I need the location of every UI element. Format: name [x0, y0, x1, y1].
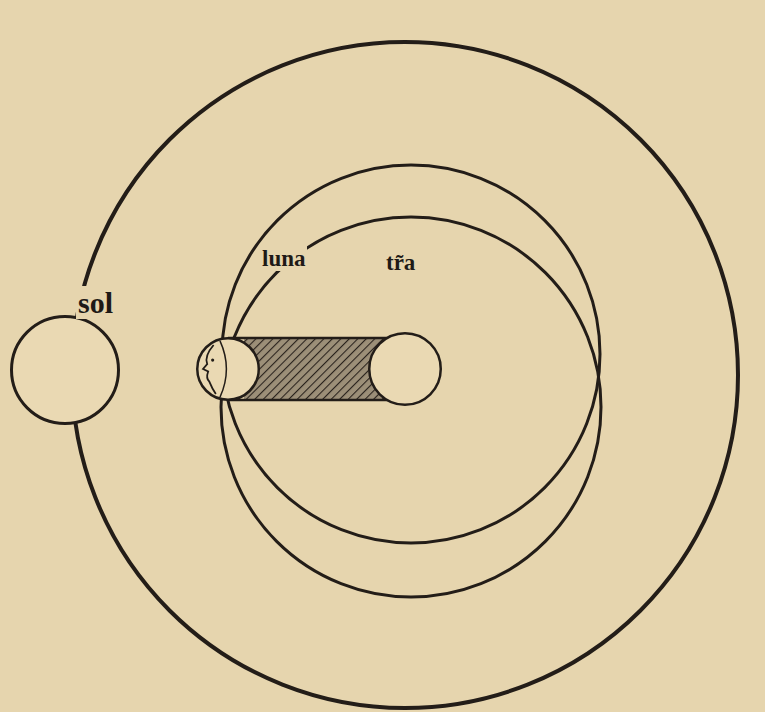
moon-eye [211, 358, 214, 361]
body-label: tr̃a [384, 250, 417, 275]
body-label: luna [260, 246, 307, 271]
circle-shape [369, 333, 441, 405]
circle-shape [197, 338, 259, 400]
body-circle: luna [196, 337, 260, 401]
body-circle: tr̃a [368, 332, 442, 406]
moon-orbit-eccentric [221, 217, 601, 597]
moon-face [203, 345, 216, 394]
body-label: sol [76, 286, 115, 319]
moon-terminator [220, 341, 226, 397]
body-circle: sol [10, 315, 120, 425]
circle-shape [12, 317, 119, 424]
shadow-edge-line [228, 399, 405, 402]
circle-outline [368, 332, 442, 406]
circle-outline [196, 337, 260, 401]
moon-orbit [222, 165, 600, 543]
shadow-edge-line [228, 337, 405, 340]
circle-outline [10, 315, 120, 425]
outer-sphere [72, 42, 738, 708]
